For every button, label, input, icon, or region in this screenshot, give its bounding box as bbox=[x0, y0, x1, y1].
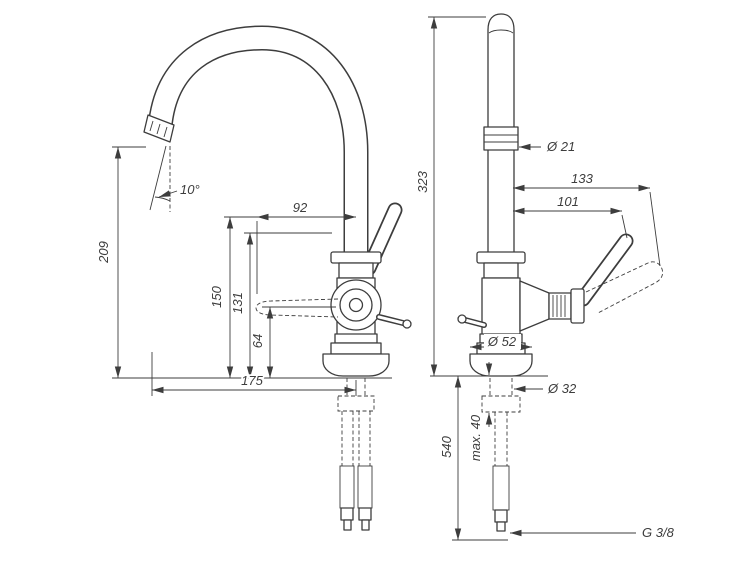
side-hidden-installation bbox=[481, 378, 521, 532]
dim-spray-angle: 10° bbox=[180, 182, 200, 197]
front-handle-alt-position bbox=[255, 298, 339, 318]
dim-total-height: 323 bbox=[415, 170, 430, 192]
front-view: 209 10° 92 150 131 64 175 bbox=[94, 25, 412, 531]
side-handle-alt-position bbox=[585, 261, 664, 314]
dim-spout-reach: 175 bbox=[241, 373, 263, 388]
dim-max-mounting-thickness: max. 40 bbox=[468, 414, 483, 461]
dim-lever-reach-max: 133 bbox=[571, 171, 593, 186]
dim-shaft-diameter: Ø 32 bbox=[547, 381, 577, 396]
side-riser-pipe bbox=[483, 13, 519, 255]
front-hidden-installation bbox=[337, 378, 375, 531]
front-spray-angle bbox=[149, 145, 178, 212]
dim-lever-height: 150 bbox=[209, 285, 224, 307]
dim-lever-to-spout-axis: 92 bbox=[293, 200, 308, 215]
front-side-pin bbox=[376, 314, 412, 329]
dim-connection-thread: G 3/8 bbox=[642, 525, 675, 540]
side-dimension-labels: 323 Ø 21 133 101 Ø 52 Ø 32 540 max. 40 G… bbox=[413, 137, 676, 542]
front-body bbox=[322, 251, 390, 377]
side-body bbox=[469, 251, 585, 377]
front-spout bbox=[143, 25, 369, 260]
dim-spout-diameter: Ø 21 bbox=[546, 139, 575, 154]
side-side-pin bbox=[457, 314, 487, 328]
dim-side-lever-height: 64 bbox=[250, 334, 265, 348]
front-dimension-labels: 209 10° 92 150 131 64 175 bbox=[94, 180, 309, 390]
dim-hose-length: 540 bbox=[439, 435, 454, 457]
front-dimension-lines bbox=[112, 146, 392, 396]
side-handle bbox=[575, 233, 634, 307]
dim-spout-height: 209 bbox=[96, 241, 111, 264]
dim-body-height: 131 bbox=[230, 292, 245, 314]
side-dimension-lines bbox=[428, 16, 661, 541]
dim-lever-reach: 101 bbox=[557, 194, 579, 209]
side-view: 323 Ø 21 133 101 Ø 52 Ø 32 540 max. 40 G… bbox=[413, 13, 676, 542]
dim-base-diameter: Ø 52 bbox=[487, 334, 517, 349]
